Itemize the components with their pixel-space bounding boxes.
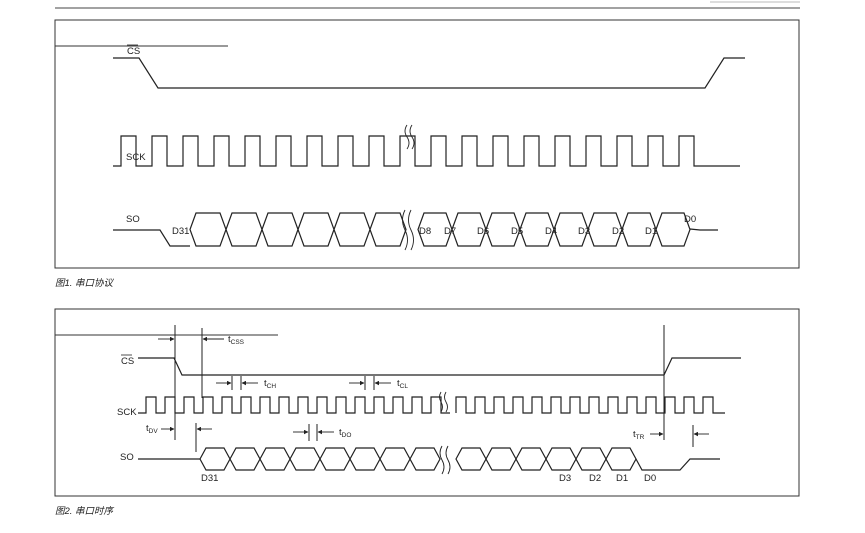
fig1-label-d1: D1 <box>645 226 657 237</box>
fig2-label-d3: D3 <box>559 473 571 484</box>
figure-2-caption: 图2. 串口时序 <box>55 505 115 517</box>
fig1-so-break-icon <box>402 209 414 251</box>
fig2-tcss-annotation: tCSS <box>158 334 245 346</box>
svg-text:tDV: tDV <box>146 423 158 435</box>
fig2-sck-label: SCK <box>117 407 137 418</box>
so-bit-cell <box>545 447 577 471</box>
fig2-so-break-icon <box>439 445 451 475</box>
figure-2-frame <box>54 308 800 497</box>
svg-text:tTR: tTR <box>633 429 645 441</box>
fig1-label-d31: D31 <box>172 226 189 237</box>
fig1-label-d6: D6 <box>477 226 489 237</box>
so-bit-cell <box>261 212 299 247</box>
fig2-label-d2: D2 <box>589 473 601 484</box>
svg-text:tCH: tCH <box>264 378 276 390</box>
fig2-sck-break-icon <box>439 391 448 413</box>
fig1-label-d7: D7 <box>444 226 456 237</box>
fig1-label-d0: D0 <box>684 214 696 225</box>
figure-1-frame <box>54 19 800 269</box>
so-bit-cell <box>225 212 263 247</box>
fig2-sck-waveform <box>138 396 725 414</box>
fig2-so-waveform <box>138 447 720 471</box>
fig1-label-d5: D5 <box>511 226 523 237</box>
fig2-cs-waveform <box>138 357 741 376</box>
fig2-tdo-main: t <box>339 427 342 438</box>
so-bit-cell <box>297 212 335 247</box>
fig1-so-label: SO <box>126 214 140 225</box>
fig2-tdv-main: t <box>146 423 149 434</box>
fig2-label-d0: D0 <box>644 473 656 484</box>
fig2-label-d1: D1 <box>616 473 628 484</box>
fig2-ttr-sub: TR <box>636 434 645 441</box>
so-bit-cell <box>319 447 351 471</box>
fig2-cs-label: CS <box>121 356 134 367</box>
figure-1: CS SCK SO D31 D8 D7 D6 D5 D4 D3 D2 D1 D0… <box>54 19 800 289</box>
so-bit-cell <box>229 447 261 471</box>
fig2-ttr-annotation: tTR <box>633 429 709 441</box>
so-bit-cell <box>349 447 381 471</box>
so-bit-cell <box>515 447 547 471</box>
fig2-tdv-sub: DV <box>149 428 159 435</box>
fig1-label-d8: D8 <box>419 226 431 237</box>
so-bit-cell <box>259 447 291 471</box>
so-bit-cell <box>199 447 231 471</box>
fig2-tcl-sub: CL <box>400 383 409 390</box>
fig1-cs-label: CS <box>127 46 140 57</box>
fig2-tch-sub: CH <box>267 383 277 390</box>
so-bit-cell <box>189 212 227 247</box>
so-bit-cell <box>379 447 411 471</box>
so-lead-in <box>113 229 190 247</box>
fig2-tcss-main: t <box>228 334 231 345</box>
so-bit-cell <box>369 212 407 247</box>
so-bit-cell <box>455 447 487 471</box>
so-bit-cell <box>485 447 517 471</box>
svg-text:tCL: tCL <box>397 378 408 390</box>
fig2-tcl-main: t <box>397 378 400 389</box>
fig1-cs-waveform <box>113 57 745 89</box>
so-tail <box>689 228 718 231</box>
fig1-so-waveform <box>113 212 718 247</box>
svg-text:tDO: tDO <box>339 427 351 439</box>
fig2-tdo-annotation: tDO <box>293 427 351 439</box>
fig2-tch-main: t <box>264 378 267 389</box>
so-bit-cell <box>575 447 607 471</box>
so-bit-cell <box>409 447 441 471</box>
fig2-tch-annotation: tCH <box>216 378 276 390</box>
fig1-label-d4: D4 <box>545 226 557 237</box>
figure-2: CS SCK SO tCSS <box>54 308 800 517</box>
so-bit-cell <box>289 447 321 471</box>
fig2-tcl-annotation: tCL <box>349 378 408 390</box>
so-bit-cell <box>333 212 371 247</box>
fig1-label-d3: D3 <box>578 226 590 237</box>
fig2-tdo-sub: DO <box>342 432 352 439</box>
fig2-tcss-sub: CSS <box>231 339 245 346</box>
svg-text:tCSS: tCSS <box>228 334 245 346</box>
figure-1-caption: 图1. 串口协议 <box>55 278 115 289</box>
fig2-so-label: SO <box>120 452 134 463</box>
fig1-sck-waveform <box>113 135 740 167</box>
so-bit-cell <box>605 447 637 471</box>
so-tail <box>635 458 720 471</box>
fig1-label-d2: D2 <box>612 226 624 237</box>
fig2-ttr-main: t <box>633 429 636 440</box>
fig1-sck-break-icon <box>404 124 415 150</box>
fig2-label-d31: D31 <box>201 473 218 484</box>
fig2-tdv-annotation: tDV <box>146 423 212 435</box>
